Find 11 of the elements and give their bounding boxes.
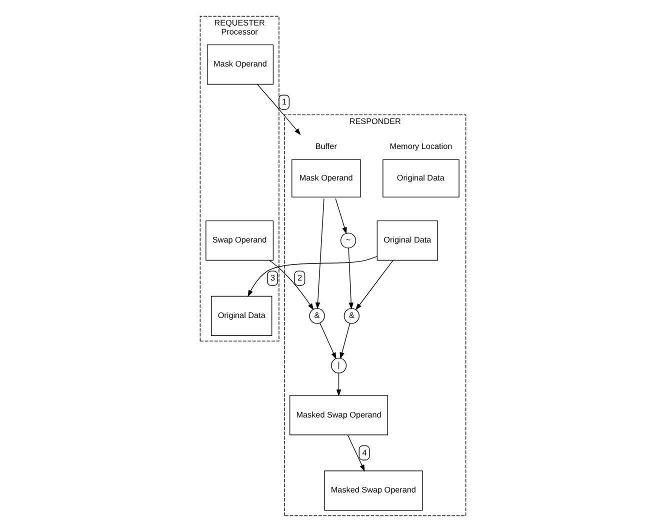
arrow: [336, 372, 341, 396]
arrow: [268, 260, 314, 310]
arrow: [314, 198, 324, 310]
arrow: [334, 198, 346, 234]
arrow: [348, 248, 353, 310]
arrow: [339, 323, 350, 360]
arrow: [247, 256, 377, 297]
arrow: [354, 260, 393, 310]
arrow: [256, 84, 300, 136]
arrow: [346, 434, 364, 472]
arrow: [319, 322, 336, 360]
